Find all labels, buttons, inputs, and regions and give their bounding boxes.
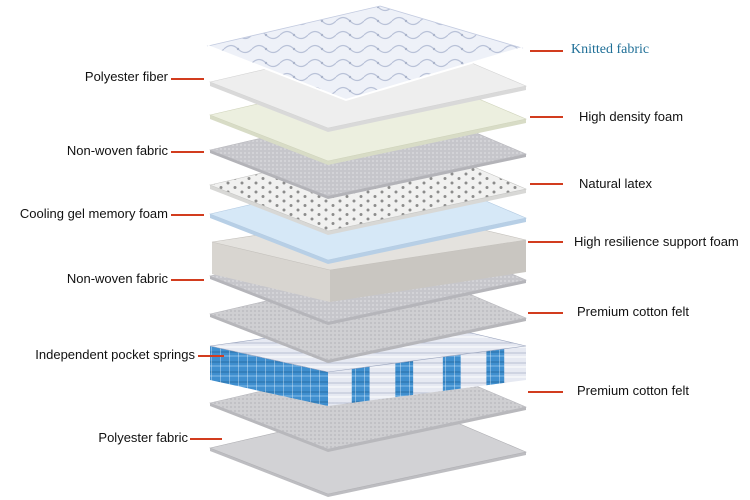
layer-non-woven-fabric-lower-front xyxy=(210,276,328,325)
layer-premium-cotton-felt-lower-front xyxy=(210,403,328,452)
layer-non-woven-fabric-upper-front xyxy=(210,150,328,199)
layer-premium-cotton-felt-lower-side xyxy=(328,407,526,452)
layer-non-woven-fabric-lower-side xyxy=(328,280,526,325)
layer-non-woven-fabric-upper-side xyxy=(328,154,526,199)
springs-stripe-4 xyxy=(486,348,505,386)
springs-stripe-1 xyxy=(351,366,370,403)
springs-stripe-3 xyxy=(442,354,461,391)
layer-polyester-fabric-front xyxy=(210,448,328,497)
layer-polyester-fabric-side xyxy=(328,452,526,497)
layer-high-density-foam-side xyxy=(328,119,526,165)
support-foam-front xyxy=(212,242,330,302)
layer-cooling-gel-memory-foam-side xyxy=(328,218,526,264)
springs-side xyxy=(328,346,526,406)
label-premium-cotton-felt-upper: Premium cotton felt xyxy=(577,304,689,319)
layer-natural-latex-side xyxy=(328,189,526,235)
label-knitted-fabric: Knitted fabric xyxy=(571,42,650,57)
label-non-woven-fabric-lower: Non-woven fabric xyxy=(66,271,168,286)
layer-premium-cotton-felt-upper-front xyxy=(210,314,328,363)
springs-stripe-2 xyxy=(395,360,414,398)
knitted-fabric-edge xyxy=(207,45,523,102)
layer-knitted-fabric xyxy=(206,5,524,102)
label-independent-pocket-springs: Independent pocket springs xyxy=(35,347,195,362)
label-natural-latex: Natural latex xyxy=(579,176,652,191)
label-high-resilience-support-foam: High resilience support foam xyxy=(574,234,739,249)
layer-natural-latex-front xyxy=(210,185,328,235)
label-non-woven-fabric-upper: Non-woven fabric xyxy=(66,143,168,158)
label-premium-cotton-felt-lower: Premium cotton felt xyxy=(577,383,689,398)
layer-polyester-fiber-side xyxy=(328,86,526,132)
label-high-density-foam: High density foam xyxy=(579,109,684,124)
label-polyester-fabric: Polyester fabric xyxy=(98,430,188,445)
layer-high-density-foam-front xyxy=(210,115,328,165)
springs-front xyxy=(210,346,328,406)
label-cooling-gel-memory-foam: Cooling gel memory foam xyxy=(19,206,168,221)
support-foam-side xyxy=(330,240,526,302)
layer-polyester-fiber-front xyxy=(210,82,328,132)
layer-cooling-gel-memory-foam-front xyxy=(210,214,328,264)
label-polyester-fiber: Polyester fiber xyxy=(84,69,168,84)
layer-premium-cotton-felt-upper-side xyxy=(328,318,526,363)
